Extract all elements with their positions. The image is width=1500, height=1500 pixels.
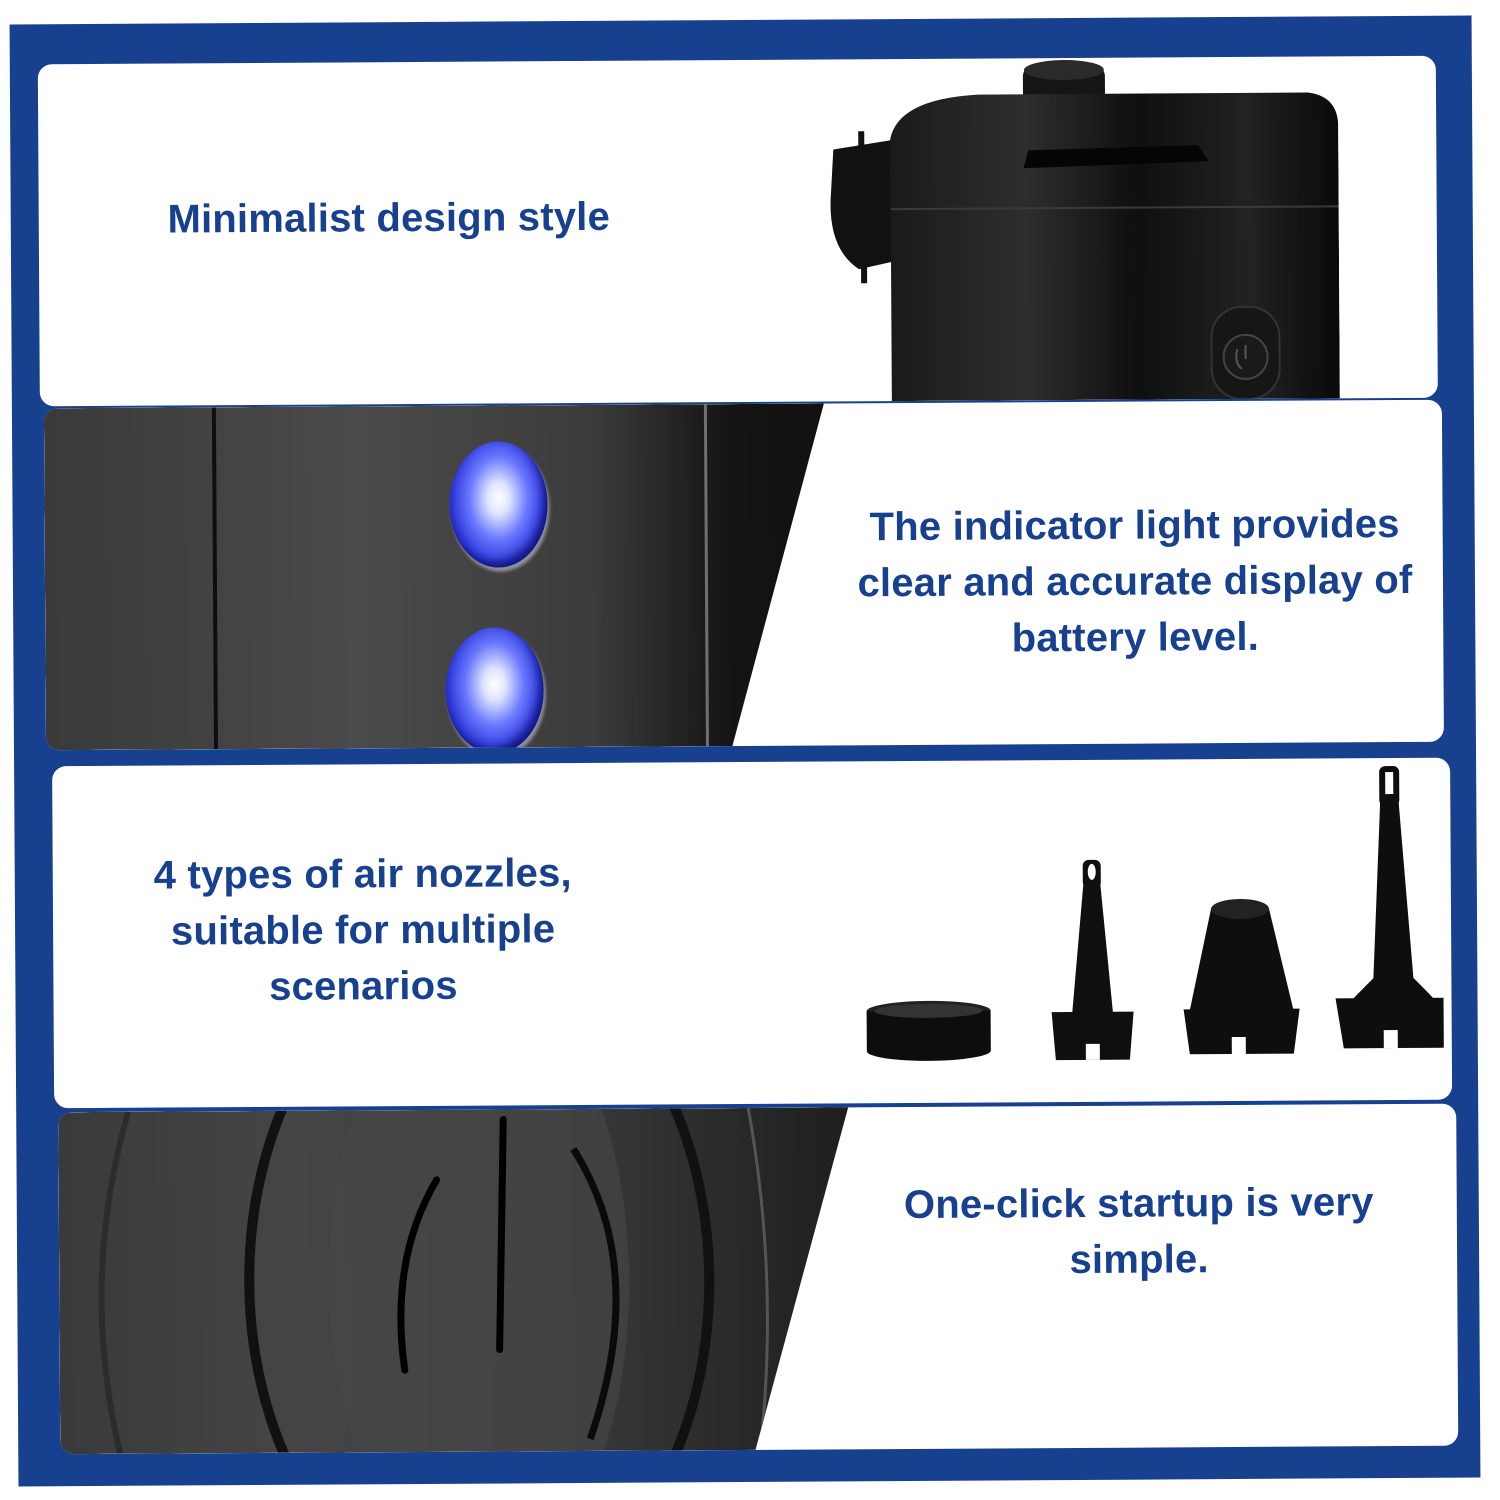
nozzles-image	[866, 766, 1445, 1061]
feature-caption-startup: One-click startup is very simple.	[903, 1180, 1374, 1283]
feature-panel-nozzles: 4 types of air nozzles, suitable for mul…	[52, 757, 1453, 1109]
feature-caption-indicator: The indicator light provides clear and a…	[857, 501, 1413, 661]
pump-side-closeup	[44, 404, 826, 751]
wide-cone-nozzle-icon	[1183, 898, 1300, 1055]
feature-caption-design: Minimalist design style	[167, 194, 611, 242]
air-pump-image	[830, 60, 1340, 402]
feature-panel-indicator: The indicator light provides clear and a…	[43, 399, 1444, 751]
feature-panel-startup: One-click startup is very simple.	[58, 1103, 1459, 1455]
power-button-closeup	[58, 1107, 850, 1454]
feature-caption-nozzles: 4 types of air nozzles, suitable for mul…	[153, 851, 572, 1009]
battery-led-icon	[449, 441, 548, 568]
long-nozzle-icon	[1335, 766, 1445, 1049]
ring-nozzle-icon	[866, 1000, 991, 1061]
blue-frame: Minimalist design style	[9, 15, 1481, 1487]
thin-cone-nozzle-icon	[1051, 859, 1134, 1061]
battery-led-icon	[445, 627, 544, 750]
feature-panel-design: Minimalist design style	[37, 55, 1438, 407]
power-button-icon	[58, 1107, 850, 1454]
